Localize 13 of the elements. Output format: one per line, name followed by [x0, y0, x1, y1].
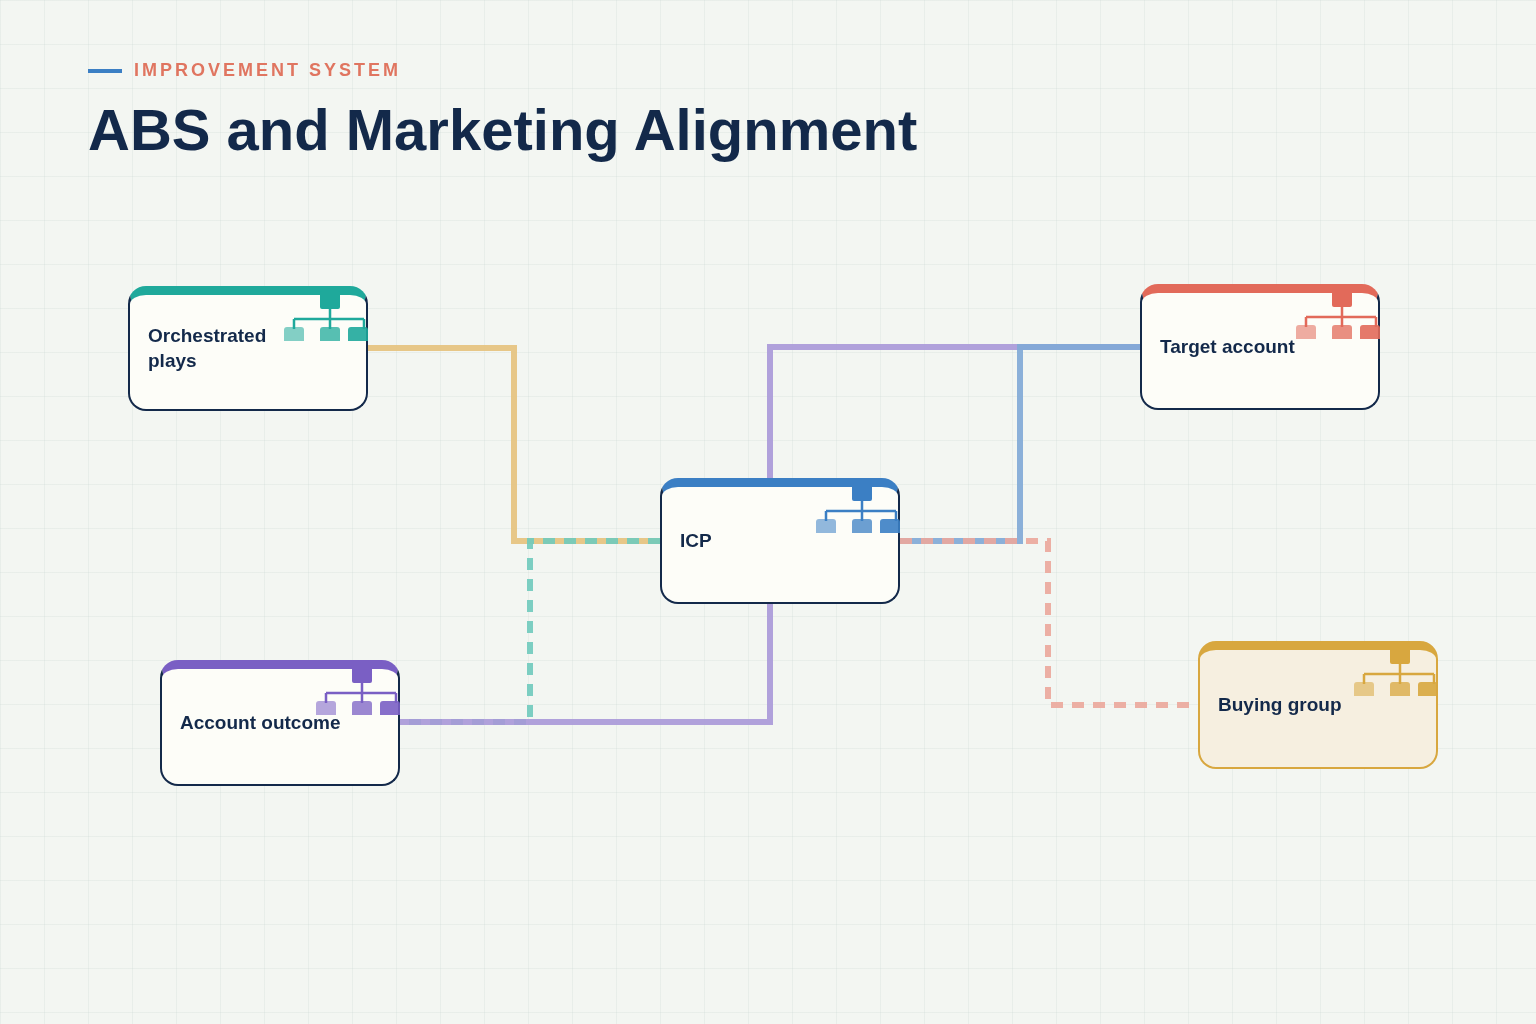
node-label: Buying group	[1218, 693, 1343, 718]
node-label: Account outcome	[180, 711, 342, 736]
connector-line	[400, 604, 773, 725]
node-card	[1140, 284, 1380, 410]
node-label: ICP	[680, 529, 713, 554]
node-label: Target account	[1160, 335, 1296, 360]
title: ABS and Marketing Alignment	[88, 96, 918, 163]
eyebrow-label: IMPROVEMENT SYSTEM	[134, 60, 402, 81]
node-card	[128, 286, 368, 411]
node-card	[1198, 641, 1438, 769]
node-card	[660, 478, 900, 604]
node-card	[160, 660, 400, 786]
node-label: Orchestrated plays	[148, 324, 268, 373]
